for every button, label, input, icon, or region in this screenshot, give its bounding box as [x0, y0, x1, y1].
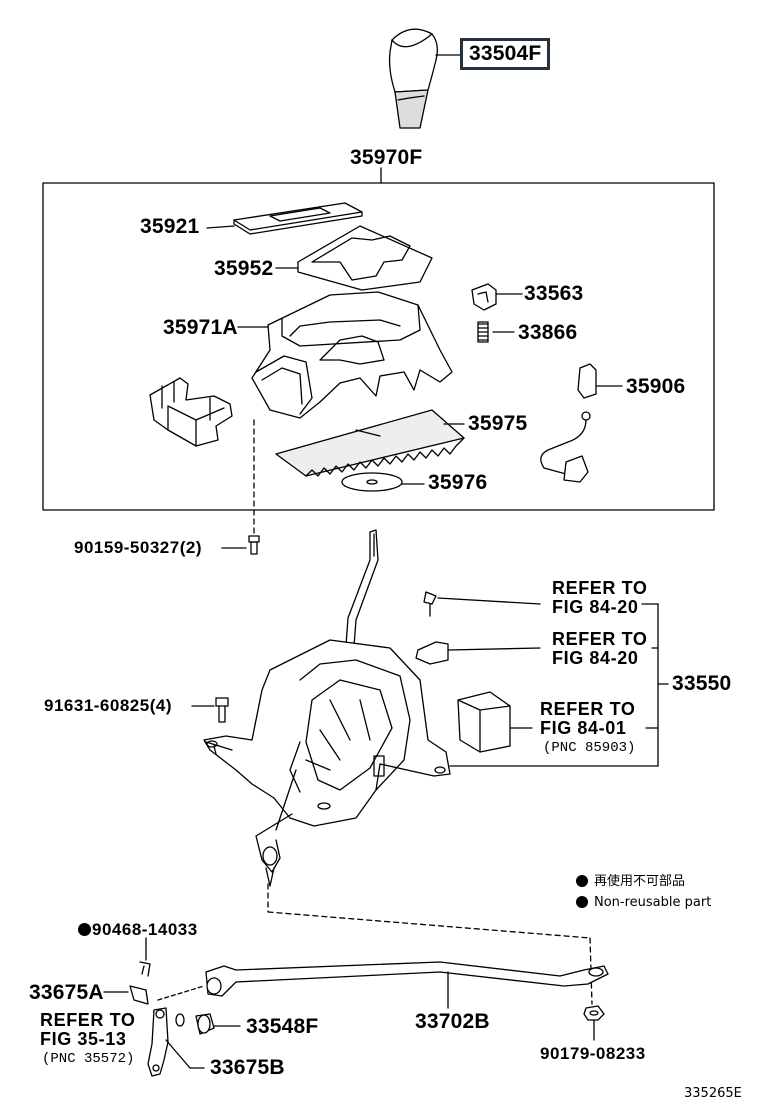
legend-en: Non-reusable part — [576, 895, 711, 911]
clip-33563-illustration — [471, 283, 523, 311]
shutter-35975-illustration — [275, 409, 465, 477]
part-label-91631-60825[interactable]: 91631-60825(4) — [44, 696, 172, 715]
ref3-line1: REFER TO — [540, 699, 636, 719]
part-label-33675B[interactable]: 33675B — [210, 1056, 285, 1079]
legend-ja-text: 再使用不可部品 — [594, 874, 686, 889]
part-label-33504F[interactable]: 33504F — [460, 38, 551, 70]
bushing-33548F-illustration — [175, 1013, 241, 1035]
ref3-pnc: (PNC 85903) — [543, 740, 636, 756]
figure-number: 335265E — [684, 1086, 742, 1101]
part-label-35975[interactable]: 35975 — [468, 412, 528, 435]
non-reusable-dot-icon — [576, 896, 588, 908]
ref4-pnc: (PNC 35572) — [42, 1051, 135, 1067]
lever-33675B-illustration — [147, 1007, 205, 1077]
pin-33675A-illustration — [103, 985, 149, 1005]
ref3-figure-link[interactable]: FIG 84-01 — [540, 718, 627, 738]
part-label-35921[interactable]: 35921 — [140, 215, 200, 238]
part-label-35906[interactable]: 35906 — [626, 375, 686, 398]
rod-33702B-illustration — [157, 961, 609, 1009]
part-label-35952[interactable]: 35952 — [214, 257, 274, 280]
clip-90468-illustration — [139, 937, 151, 977]
ref4-line1: REFER TO — [40, 1010, 136, 1030]
part-number-90468: 90468-14033 — [92, 920, 198, 939]
non-reusable-dot-icon — [576, 875, 588, 887]
washer-90179-illustration — [583, 1005, 605, 1041]
part-label-90179-08233[interactable]: 90179-08233 — [540, 1044, 646, 1063]
spring-33866-illustration — [477, 321, 515, 343]
part-label-33675A[interactable]: 33675A — [29, 981, 104, 1004]
ref2-figure-link[interactable]: FIG 84-20 — [552, 648, 639, 668]
part-label-90159-50327[interactable]: 90159-50327(2) — [74, 538, 202, 557]
part-label-33563[interactable]: 33563 — [524, 282, 584, 305]
ref2-line1: REFER TO — [552, 629, 648, 649]
housing-35971A-illustration — [237, 291, 453, 419]
part-label-33548F[interactable]: 33548F — [246, 1015, 319, 1038]
part-label-90468-14033[interactable]: 90468-14033 — [78, 920, 198, 940]
part-label-35976[interactable]: 35976 — [428, 471, 488, 494]
part-label-33866[interactable]: 33866 — [518, 321, 578, 344]
ref1-figure-link[interactable]: FIG 84-20 — [552, 597, 639, 617]
legend-ja: 再使用不可部品 — [576, 874, 685, 890]
part-label-35971A[interactable]: 35971A — [163, 316, 238, 339]
ref1-line1: REFER TO — [552, 578, 648, 598]
legend-en-text: Non-reusable part — [594, 895, 712, 910]
wire-35906-illustration — [540, 363, 623, 483]
bolt-91631-illustration — [191, 697, 229, 723]
screw-90159-illustration — [221, 419, 260, 555]
part-label-33550[interactable]: 33550 — [672, 672, 732, 695]
shift-knob-illustration — [388, 28, 461, 129]
shift-lever-assembly-illustration — [203, 529, 669, 1005]
cover-bracket-illustration — [149, 377, 233, 447]
bezel-assembly-frame — [42, 182, 715, 511]
ref4-figure-link[interactable]: FIG 35-13 — [40, 1029, 127, 1049]
non-reusable-dot-icon — [78, 923, 91, 936]
part-label-33702B[interactable]: 33702B — [415, 1010, 490, 1033]
plate-35921-illustration — [206, 202, 363, 235]
disc-35976-illustration — [341, 472, 425, 492]
part-label-35970F[interactable]: 35970F — [350, 146, 423, 169]
gate-35952-illustration — [275, 225, 433, 291]
